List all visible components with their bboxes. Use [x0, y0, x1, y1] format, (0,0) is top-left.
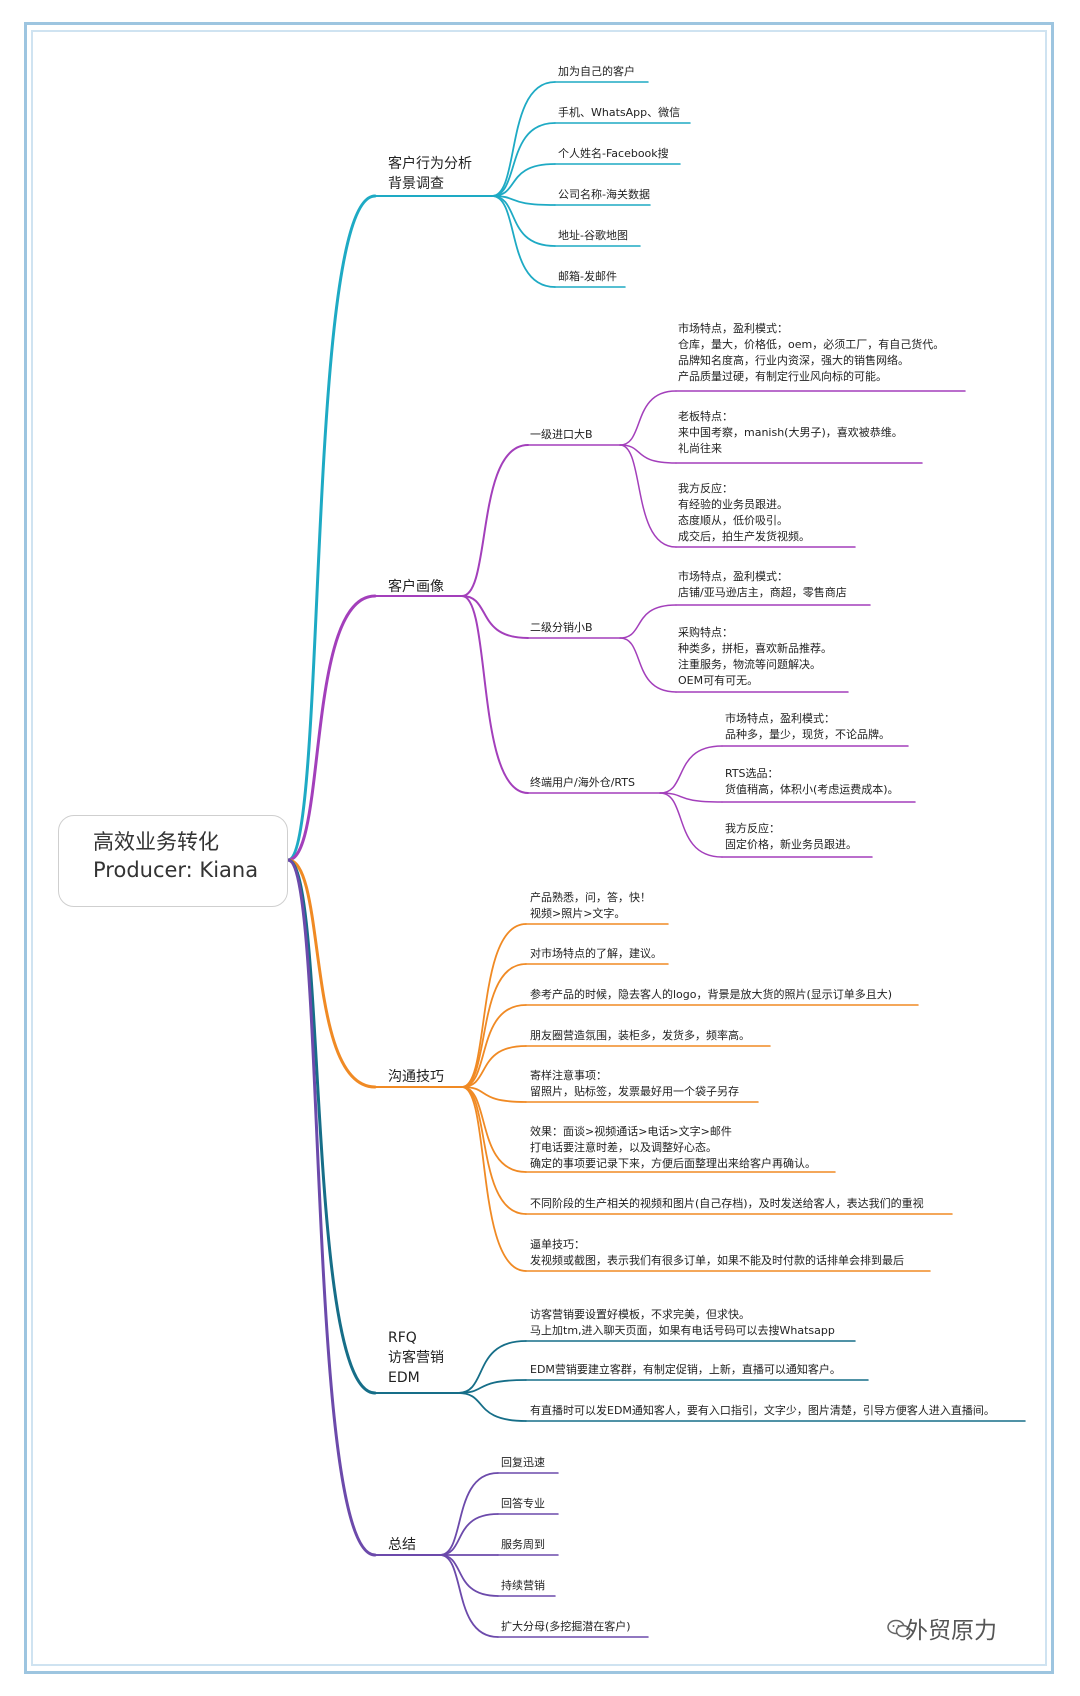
summary-connector [439, 1513, 499, 1556]
note-connector [619, 637, 677, 693]
rfq-edm-item[interactable]: EDM营销要建立客群，有制定促销，上新，直播可以通知客户。 [530, 1363, 841, 1376]
communication-connector [461, 1086, 527, 1215]
watermark-text: 外贸原力 [905, 1618, 997, 1644]
behavior-item[interactable]: 邮箱-发邮件 [558, 270, 617, 283]
persona-note: 老板特点： 来中国考察，manish(大男子)，喜欢被恭维。 礼尚往来 [678, 410, 903, 455]
behavior-item[interactable]: 地址-谷歌地图 [558, 229, 628, 242]
communication-item[interactable]: 对市场特点的了解，建议。 [530, 947, 662, 960]
rfq-connector [457, 1340, 527, 1394]
communication-item[interactable]: 不同阶段的生产相关的视频和图片(自己存档)，及时发送给客人，表达我们的重视 [530, 1197, 924, 1210]
behavior-item[interactable]: 公司名称-海关数据 [558, 188, 650, 201]
behavior-item[interactable]: 手机、WhatsApp、微信 [558, 106, 681, 119]
note-connector [659, 792, 723, 803]
behavior-connector [491, 195, 556, 288]
communication-connector [461, 1086, 527, 1173]
communication-item[interactable]: 朋友圈营造氛围，装柜多，发货多，频率高。 [530, 1029, 750, 1042]
summary-connector [439, 1554, 499, 1638]
communication-connector [461, 963, 527, 1088]
persona-sub-connector [461, 595, 529, 794]
rfq-edm-item[interactable]: 访客营销要设置好模板，不求完美，但求快。 马上加tm,进入聊天页面，如果有电话号… [530, 1308, 835, 1337]
summary-item[interactable]: 服务周到 [501, 1538, 545, 1551]
summary-connector [439, 1472, 499, 1556]
root-node[interactable]: 高效业务转化 Producer: Kiana [58, 815, 288, 907]
note-connector [619, 444, 677, 548]
persona-note: 采购特点： 种类多，拼柜，喜欢新品推荐。 注重服务，物流等问题解决。 OEM可有… [678, 626, 832, 687]
root-producer: Producer: Kiana [93, 858, 259, 882]
wechat-icon [887, 1619, 911, 1638]
behavior-item[interactable]: 个人姓名-Facebook搜 [558, 147, 669, 160]
note-connector [619, 444, 677, 464]
branch-connector [286, 594, 377, 862]
persona-note: 市场特点，盈利模式： 店铺/亚马逊店主，商超，零售商店 [678, 570, 847, 599]
communication-item[interactable]: 寄样注意事项： 留照片，贴标签，发票最好用一个袋子另存 [530, 1069, 739, 1098]
persona-note: RTS选品： 货值稍高，体积小(考虑运费成本)。 [725, 767, 899, 796]
communication-connector [461, 1086, 527, 1272]
persona-sub-connector [461, 444, 529, 597]
communication-connector [461, 1045, 527, 1088]
persona-sub-connector [461, 595, 529, 639]
branch-connector [286, 858, 377, 1089]
communication-connector [461, 923, 527, 1088]
summary-item[interactable]: 持续营销 [501, 1579, 545, 1592]
persona-note: 市场特点，盈利模式： 品种多，量少，现货，不论品牌。 [725, 712, 890, 741]
behavior-connector [491, 163, 556, 197]
communication-connector [461, 1086, 527, 1103]
summary-item[interactable]: 回复迅速 [501, 1456, 545, 1469]
outer-frame [24, 22, 1054, 1674]
summary-item[interactable]: 回答专业 [501, 1497, 545, 1510]
behavior-connector [491, 81, 556, 197]
note-connector [619, 390, 677, 446]
note-connector [659, 745, 723, 794]
rfq-connector [457, 1379, 527, 1394]
note-connector [619, 604, 677, 639]
branch-communication-skills[interactable]: 沟通技巧 [388, 1069, 444, 1085]
persona-sub-label[interactable]: 二级分销小B [530, 621, 593, 634]
root-title: 高效业务转化 [93, 830, 219, 854]
branch-connector [286, 194, 377, 862]
communication-item[interactable]: 参考产品的时候，隐去客人的logo，背景是放大货的照片(显示订单多且大) [530, 988, 893, 1001]
branch-customer-persona[interactable]: 客户画像 [388, 579, 444, 595]
inner-frame [31, 30, 1047, 1666]
persona-note: 市场特点，盈利模式： 仓库，量大，价格低，oem，必须工厂，有自己货代。 品牌知… [678, 322, 945, 383]
branch-connector [286, 858, 377, 1395]
communication-item[interactable]: 逼单技巧： 发视频或截图，表示我们有很多订单，如果不能及时付款的话排单会排到最后 [530, 1238, 904, 1267]
persona-note: 我方反应： 有经验的业务员跟进。 态度顺从，低价吸引。 成交后，拍生产发货视频。 [678, 482, 810, 543]
rfq-connector [457, 1392, 527, 1422]
persona-note: 我方反应： 固定价格，新业务员跟进。 [725, 822, 857, 851]
communication-item[interactable]: 产品熟悉，问，答，快！ 视频>照片>文字。 [530, 891, 651, 920]
summary-connector [439, 1554, 499, 1597]
persona-sub-label[interactable]: 一级进口大B [530, 428, 593, 441]
communication-item[interactable]: 效果：面谈>视频通话>电话>文字>邮件 打电话要注意时差，以及调整好心态。 确定… [530, 1125, 816, 1170]
branch-connector [286, 858, 377, 1557]
communication-connector [461, 1004, 527, 1088]
note-connector [659, 792, 723, 858]
rfq-edm-item[interactable]: 有直播时可以发EDM通知客人，要有入口指引，文字少，图片清楚，引导方便客人进入直… [530, 1404, 995, 1417]
summary-item[interactable]: 扩大分母(多挖掘潜在客户) [501, 1620, 631, 1633]
branch-customer-behavior[interactable]: 客户行为分析 背景调查 [388, 156, 472, 192]
behavior-connector [491, 122, 556, 197]
persona-sub-label[interactable]: 终端用户/海外仓/RTS [530, 776, 635, 789]
branch-summary[interactable]: 总结 [388, 1537, 416, 1553]
branch-rfq-edm[interactable]: RFQ 访客营销 EDM [388, 1330, 444, 1386]
behavior-item[interactable]: 加为自己的客户 [558, 65, 635, 78]
behavior-connector [491, 195, 556, 206]
